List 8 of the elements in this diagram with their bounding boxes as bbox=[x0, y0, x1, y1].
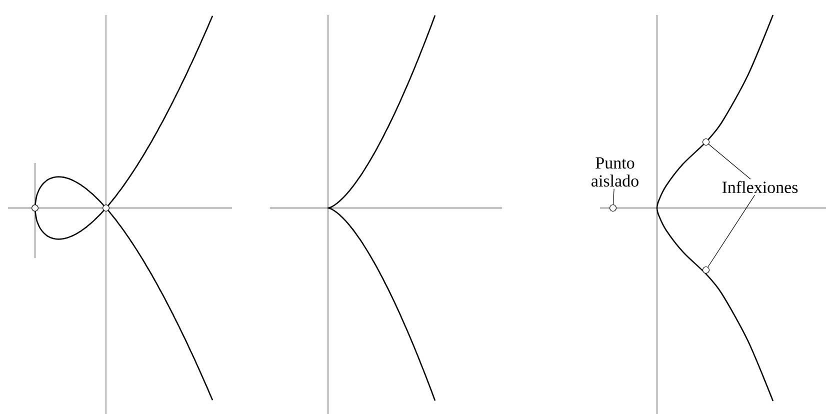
point-marker bbox=[609, 204, 617, 212]
point-marker bbox=[702, 266, 710, 274]
callout-label: Punto aislado bbox=[592, 157, 638, 187]
leader-line bbox=[612, 188, 614, 205]
callout-label: Inflexiones bbox=[722, 180, 798, 194]
point-marker bbox=[702, 138, 710, 146]
leader-line bbox=[708, 194, 756, 268]
leader-line bbox=[708, 144, 751, 180]
